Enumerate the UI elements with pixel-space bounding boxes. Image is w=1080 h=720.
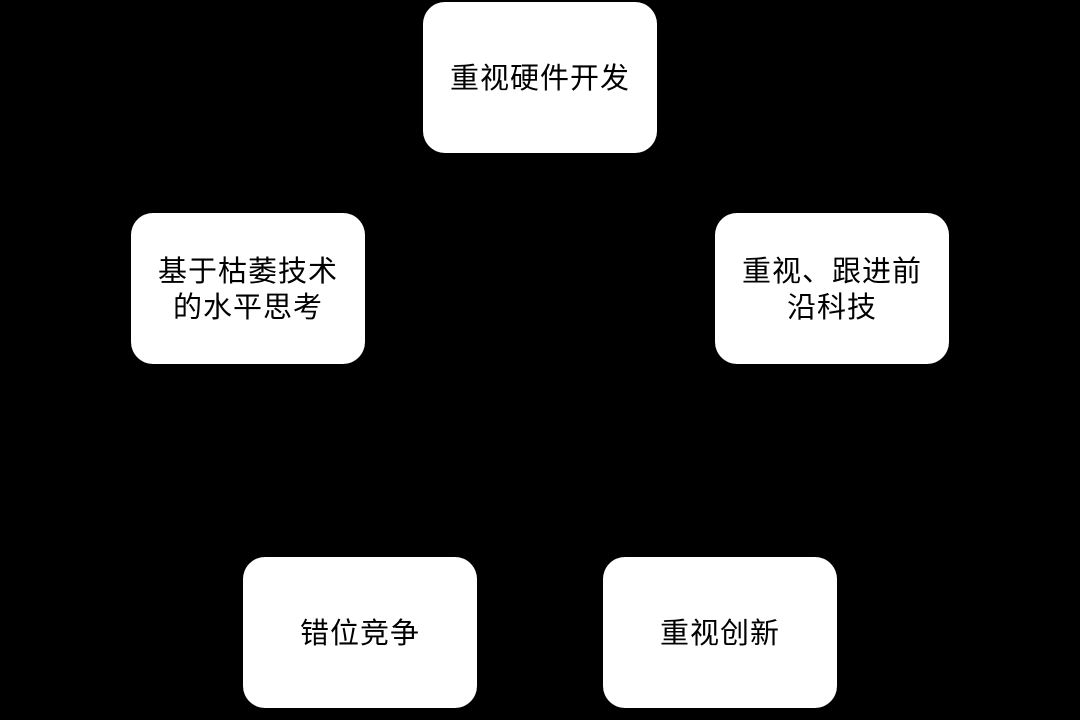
node-label: 重视、跟进前 沿科技 — [741, 253, 922, 324]
node-lateral-thinking: 基于枯萎技术 的水平思考 — [131, 213, 365, 364]
node-differentiated-competition: 错位竞争 — [243, 557, 477, 708]
node-frontier-technology: 重视、跟进前 沿科技 — [715, 213, 949, 364]
node-label: 重视创新 — [659, 615, 780, 650]
node-label: 基于枯萎技术 的水平思考 — [157, 253, 338, 324]
node-innovation: 重视创新 — [603, 557, 837, 708]
node-hardware-development: 重视硬件开发 — [423, 2, 657, 153]
node-label: 重视硬件开发 — [449, 60, 630, 95]
node-label: 错位竞争 — [299, 615, 420, 650]
